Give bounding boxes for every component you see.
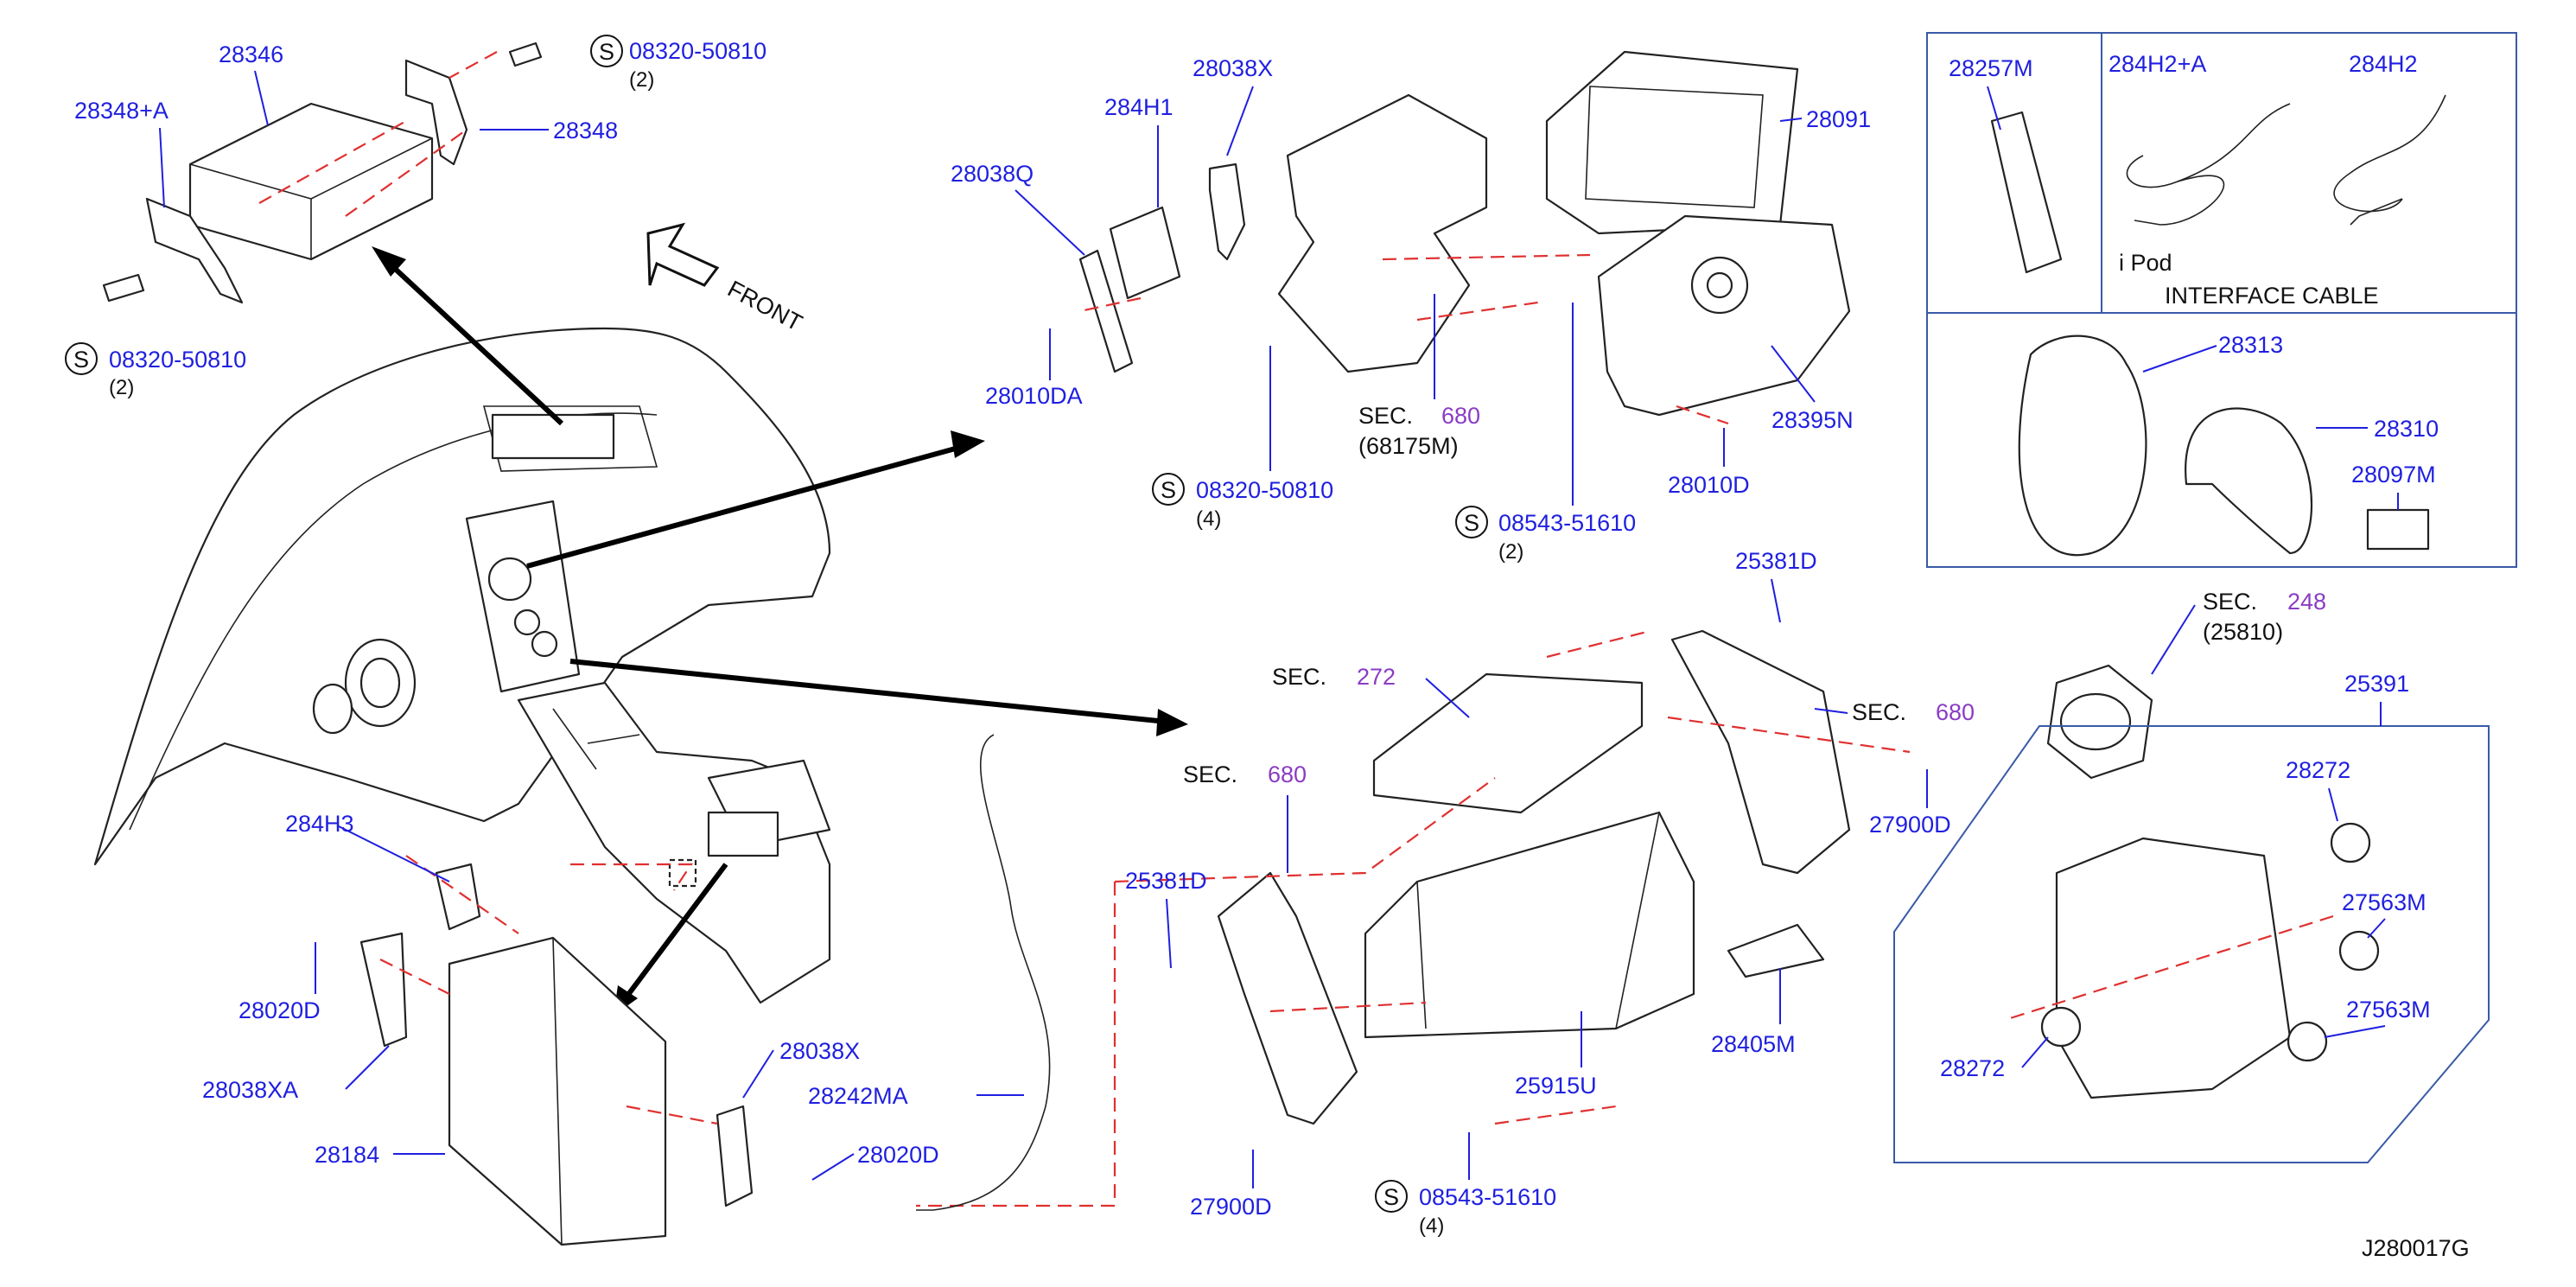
sec-680-a-number: 680: [1441, 403, 1480, 429]
part-28038xa-label: 28038XA: [202, 1077, 298, 1103]
arrow-3: [569, 659, 1167, 724]
s-symbol-icon: S: [590, 35, 623, 67]
bolt-08320-left-qty: (2): [109, 376, 134, 399]
part-28405m-label: 28405M: [1711, 1031, 1796, 1057]
sec-248-number: 248: [2287, 589, 2326, 615]
part-28242ma-label: 28242MA: [808, 1083, 908, 1109]
part-28346-label: 28346: [219, 41, 283, 67]
part-27563m-bottom-label: 27563M: [2346, 997, 2431, 1023]
part-28038x-top-label: 28038X: [1193, 55, 1273, 81]
part-28091-label: 28091: [1806, 106, 1871, 132]
ipod-label: i Pod: [2119, 250, 2172, 276]
svg-text:S: S: [599, 39, 614, 65]
part-28038q-label: 28038Q: [951, 161, 1034, 187]
part-25915u-label: 25915U: [1515, 1073, 1597, 1099]
sec-680-a-sub: (68175M): [1358, 433, 1459, 459]
part-284h3-label: 284H3: [285, 811, 354, 837]
bolt-08320-top-qty: (2): [629, 68, 654, 92]
s-symbol-icon: S: [65, 342, 98, 375]
sec-680-c-label: SEC.: [1183, 761, 1237, 787]
bolt-08320-top-label: 08320-50810: [629, 38, 766, 64]
group-middle-right: [916, 629, 2380, 1211]
part-28310-label: 28310: [2374, 416, 2439, 442]
arrow-4: [620, 863, 728, 1004]
group-top-middle: [1078, 50, 1851, 425]
group-top-left: [102, 41, 543, 304]
part-28020d-left-label: 28020D: [239, 997, 321, 1023]
part-28010d-label: 28010D: [1668, 472, 1750, 498]
part-27563m-top-label: 27563M: [2342, 889, 2427, 915]
part-28184-label: 28184: [315, 1142, 379, 1168]
part-28348a-label: 28348+A: [74, 98, 169, 124]
part-28020d-right-label: 28020D: [857, 1142, 939, 1168]
svg-text:S: S: [1383, 1184, 1399, 1210]
bolt-08320-mid-qty: (4): [1196, 507, 1221, 531]
bolt-08543-bottom-qty: (4): [1419, 1214, 1444, 1238]
sec-680-b-number: 680: [1936, 699, 1975, 725]
arrow-2: [526, 443, 969, 569]
part-284h2-label: 284H2: [2349, 51, 2418, 77]
diagram-id: J280017G: [2362, 1235, 2470, 1261]
part-25381d-top-label: 25381D: [1735, 548, 1817, 574]
part-28272-top-label: 28272: [2286, 757, 2350, 783]
sec-680-c-number: 680: [1268, 761, 1307, 787]
bolt-08543-top-label: 08543-51610: [1498, 510, 1636, 536]
front-arrow-icon: [646, 222, 720, 287]
part-25391-label: 25391: [2344, 671, 2409, 697]
part-28272-bottom-label: 28272: [1940, 1055, 2005, 1081]
part-28313-label: 28313: [2218, 332, 2283, 358]
bolt-08320-left-label: 08320-50810: [109, 347, 246, 373]
sec-248-sub: (25810): [2203, 619, 2283, 645]
part-28038x-bottom-label: 28038X: [779, 1038, 860, 1064]
interface-cable-label: INTERFACE CABLE: [2165, 283, 2379, 309]
dashboard-drawing: [93, 327, 831, 1004]
svg-text:S: S: [73, 347, 89, 373]
s-symbol-icon: S: [1375, 1180, 1408, 1213]
sec-680-b-label: SEC.: [1852, 699, 1906, 725]
s-symbol-icon: S: [1152, 473, 1185, 506]
sec-272-label: SEC.: [1272, 664, 1326, 690]
inset-box: [1926, 32, 2517, 568]
arrow-1: [378, 252, 564, 426]
group-25391-box: [1893, 725, 2490, 1163]
part-27900d-left-label: 27900D: [1190, 1194, 1272, 1220]
part-284h2a-label: 284H2+A: [2109, 51, 2206, 77]
part-25381d-left-label: 25381D: [1125, 868, 1207, 894]
part-27900d-right-label: 27900D: [1869, 812, 1951, 838]
sec-272-number: 272: [1357, 664, 1396, 690]
part-284h1-label: 284H1: [1104, 94, 1174, 120]
sec-248-label: SEC.: [2203, 589, 2257, 615]
part-28395n-label: 28395N: [1771, 407, 1854, 433]
bolt-08543-top-qty: (2): [1498, 540, 1523, 564]
part-28348-label: 28348: [553, 118, 618, 143]
sec-label: SEC.: [1358, 403, 1413, 429]
part-28257m-label: 28257M: [1949, 55, 2033, 81]
bolt-08320-mid-label: 08320-50810: [1196, 477, 1333, 503]
svg-text:S: S: [1464, 510, 1479, 536]
part-28097m-label: 28097M: [2351, 462, 2436, 487]
part-28010da-label: 28010DA: [985, 383, 1083, 409]
svg-text:S: S: [1161, 477, 1176, 503]
s-symbol-icon: S: [1455, 506, 1488, 538]
bolt-08543-bottom-label: 08543-51610: [1419, 1184, 1556, 1210]
group-bottom-left: [359, 855, 754, 1246]
front-label: FRONT: [723, 276, 806, 336]
